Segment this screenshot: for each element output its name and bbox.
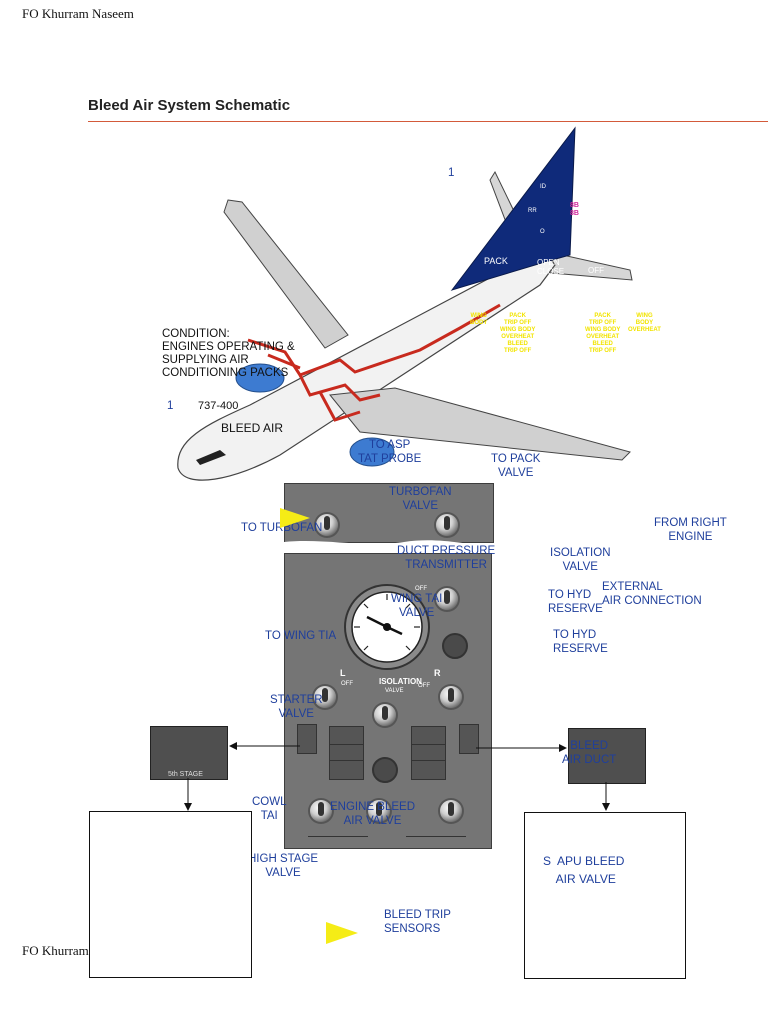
isolation-valve-label: ISOLATION VALVE: [550, 547, 611, 573]
bleed-ducts: [247, 303, 501, 422]
svg-text:O: O: [540, 229, 545, 235]
svg-text:ID: ID: [540, 184, 547, 190]
near-wing: [329, 387, 631, 461]
yellow-text-1: WING BODY: [470, 313, 488, 326]
panel-tear: [284, 540, 494, 554]
to-hyd-reserve-1-label: TO HYD RESERVE: [548, 589, 603, 615]
apu-bleed-valve-label: S APU BLEED AIR VALVE: [543, 854, 625, 886]
engine-bleed-valve-label: ENGINE BLEED AIR VALVE: [330, 801, 415, 827]
cowl-tai-label: COWL TAI: [252, 796, 287, 822]
high-stage-valve-label: HIGH STAGE VALVE: [248, 853, 319, 879]
wing-tai-switch[interactable]: [436, 588, 458, 610]
far-wing: [223, 199, 349, 349]
stage-label: 5th STAGE: [168, 771, 203, 778]
to-wing-tia-label: TO WING TIA: [265, 630, 337, 642]
number-1-left: 1: [167, 400, 174, 412]
yellow-text-3: PACK TRIP OFF WING BODY OVERHEAT BLEED T…: [585, 313, 621, 354]
to-asp-tat-probe-label: TO ASP TAT PROBE: [358, 439, 422, 465]
turbofan-switch-right[interactable]: [436, 514, 458, 536]
bleed-air-duct-label: BLEED AIR DUCT: [562, 740, 617, 766]
turbofan-switch-left[interactable]: [316, 514, 338, 536]
small-light-right: [459, 724, 479, 754]
wing-tai-valve-label: WING TAI VALVE: [391, 593, 443, 619]
tail-fin: [450, 126, 576, 291]
to-hyd-reserve-2-label: TO HYD RESERVE: [553, 629, 608, 655]
to-pack-valve-label: TO PACK VALVE: [491, 453, 541, 479]
isolation-valve-switch[interactable]: [374, 704, 396, 726]
small-light-left: [297, 724, 317, 754]
duct-pressure-gauge: [344, 584, 430, 670]
left-white-box: [89, 811, 252, 978]
number-1-top: 1: [448, 167, 455, 179]
apu-bleed-switch[interactable]: [368, 800, 390, 822]
panel-off-left: OFF: [341, 681, 353, 687]
dual-bleed-light: [372, 757, 398, 783]
yellow-text-2: PACK TRIP OFF WING BODY OVERHEAT BLEED T…: [500, 313, 536, 354]
title-rule: [88, 121, 768, 122]
bleed-air-label: BLEED AIR: [221, 421, 284, 435]
panel-l-label: L: [340, 668, 346, 678]
duct-pressure-label: DUCT PRESSURE TRANSMITTER: [397, 545, 496, 571]
tail-open-close-label: OPEN CLOSE: [537, 258, 565, 276]
right-engine-bleed-switch[interactable]: [440, 800, 462, 822]
connector-arrows: [184, 742, 610, 811]
tail-pink-2: 8B: [570, 210, 579, 217]
tail-off-label: OFF: [588, 266, 604, 275]
panel-isolation-label: ISOLATION: [379, 677, 422, 686]
tail-pink-1: 8B: [570, 202, 579, 209]
header-author: FO Khurram Naseem: [22, 6, 134, 21]
annunciator-right: [411, 726, 446, 780]
external-air-label: EXTERNAL AIR CONNECTION: [602, 581, 702, 607]
bleed-trip-sensors-label: BLEED TRIP SENSORS: [384, 909, 451, 935]
cockpit-window: [196, 450, 226, 465]
panel-valve-label: VALVE: [385, 688, 404, 694]
right-white-box: [524, 812, 686, 979]
annunciator-left: [329, 726, 364, 780]
bleed-trip-sensor-icon-panel: [280, 508, 310, 528]
near-engine: [349, 437, 395, 467]
right-pack-switch[interactable]: [440, 686, 462, 708]
aircraft-illustration: ID RR O: [177, 126, 633, 481]
page-title: Bleed Air System Schematic: [88, 97, 291, 114]
trip-reset-button[interactable]: [442, 633, 468, 659]
from-right-engine-label: FROM RIGHT ENGINE: [654, 517, 727, 543]
starter-valve-label: STARTER VALVE: [270, 694, 323, 720]
tail-pack-label: PACK: [484, 256, 508, 266]
svg-text:RR: RR: [528, 208, 537, 214]
left-engine-bleed-switch[interactable]: [310, 800, 332, 822]
turbofan-valve-label: TURBOFAN VALVE: [389, 486, 452, 512]
stage-box: [150, 726, 228, 780]
left-pack-switch[interactable]: [314, 686, 336, 708]
panel-r-label: R: [434, 668, 441, 678]
panel-off-right: OFF: [418, 683, 430, 689]
bleed-air-duct-box: [568, 728, 646, 784]
yellow-text-4: WING BODY OVERHEAT: [628, 313, 661, 333]
model-label: 737-400: [198, 400, 239, 412]
condition-label: CONDITION: ENGINES OPERATING & SUPPLYING…: [162, 328, 295, 379]
panel-off-top: OFF: [415, 586, 427, 592]
far-engine: [235, 363, 285, 393]
bleed-trip-sensor-icon: [326, 922, 358, 944]
